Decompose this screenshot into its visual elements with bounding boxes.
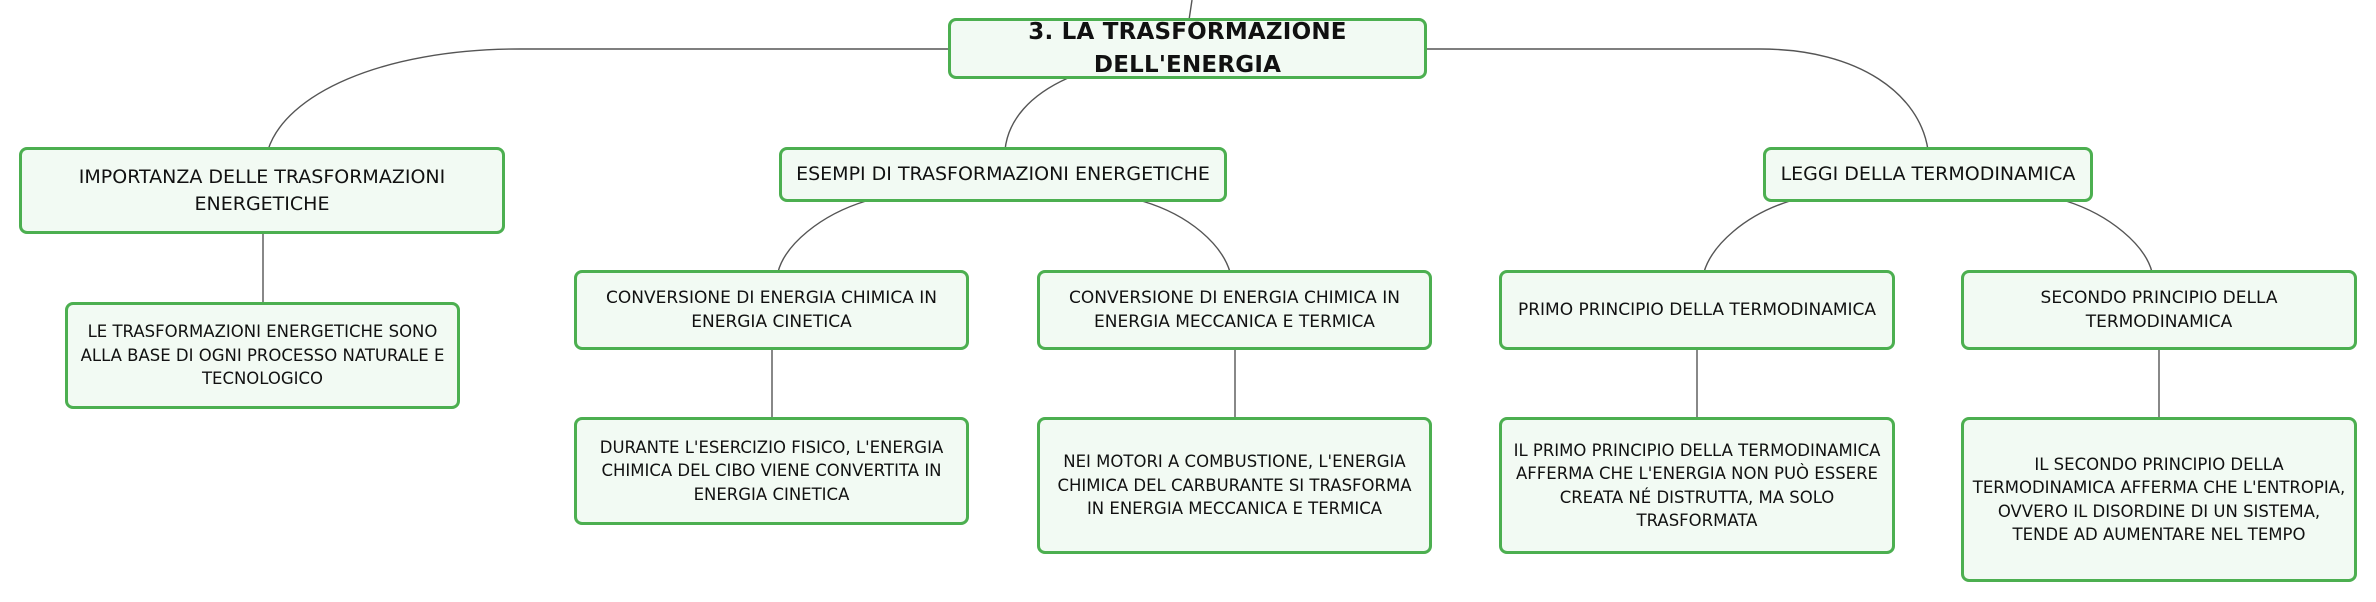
subtopic-secondo[interactable]: SECONDO PRINCIPIO DELLA TERMODINAMICA (1961, 270, 2357, 350)
detail-secondo-text: IL SECONDO PRINCIPIO DELLA TERMODINAMICA… (1972, 454, 2346, 544)
subtopic-cinetica[interactable]: CONVERSIONE DI ENERGIA CHIMICA IN ENERGI… (574, 270, 969, 350)
topic-esempi-label: ESEMPI DI TRASFORMAZIONI ENERGETICHE (796, 163, 1210, 186)
connector-leggi-child2 (2065, 200, 2153, 273)
detail-secondo[interactable]: IL SECONDO PRINCIPIO DELLA TERMODINAMICA… (1961, 417, 2357, 582)
detail-importanza[interactable]: LE TRASFORMAZIONI ENERGETICHE SONO ALLA … (65, 302, 460, 409)
topic-leggi-label: LEGGI DELLA TERMODINAMICA (1780, 163, 2076, 186)
connector-root-importanza (267, 48, 948, 151)
topic-leggi[interactable]: LEGGI DELLA TERMODINAMICA (1763, 147, 2093, 202)
topic-importanza-label: IMPORTANZA DELLE TRASFORMAZIONI ENERGETI… (78, 165, 446, 215)
detail-cinetica-text: DURANTE L'ESERCIZIO FISICO, L'ENERGIA CH… (599, 437, 944, 504)
subtopic-meccanica-label: CONVERSIONE DI ENERGIA CHIMICA IN ENERGI… (1069, 287, 1400, 332)
connector-esempi-child2 (1141, 200, 1231, 273)
detail-primo-text: IL PRIMO PRINCIPIO DELLA TERMODINAMICA A… (1513, 440, 1881, 530)
topic-importanza[interactable]: IMPORTANZA DELLE TRASFORMAZIONI ENERGETI… (19, 147, 505, 234)
subtopic-secondo-label: SECONDO PRINCIPIO DELLA TERMODINAMICA (2040, 287, 2278, 332)
connector-root-parent (1188, 0, 1193, 21)
root-topic-label: 3. LA TRASFORMAZIONE DELL'ENERGIA (1028, 18, 1347, 78)
subtopic-primo[interactable]: PRIMO PRINCIPIO DELLA TERMODINAMICA (1499, 270, 1895, 350)
connector-esempi-child1 (777, 200, 867, 273)
connector-root-esempi (1004, 77, 1069, 151)
detail-primo[interactable]: IL PRIMO PRINCIPIO DELLA TERMODINAMICA A… (1499, 417, 1895, 554)
detail-meccanica[interactable]: NEI MOTORI A COMBUSTIONE, L'ENERGIA CHIM… (1037, 417, 1432, 554)
topic-esempi[interactable]: ESEMPI DI TRASFORMAZIONI ENERGETICHE (779, 147, 1227, 202)
detail-importanza-text: LE TRASFORMAZIONI ENERGETICHE SONO ALLA … (80, 322, 445, 389)
connector-root-leggi (1427, 48, 1929, 151)
root-topic[interactable]: 3. LA TRASFORMAZIONE DELL'ENERGIA (948, 18, 1427, 79)
subtopic-primo-label: PRIMO PRINCIPIO DELLA TERMODINAMICA (1517, 299, 1877, 320)
subtopic-cinetica-label: CONVERSIONE DI ENERGIA CHIMICA IN ENERGI… (606, 287, 937, 332)
connector-leggi-child1 (1703, 200, 1791, 273)
detail-cinetica[interactable]: DURANTE L'ESERCIZIO FISICO, L'ENERGIA CH… (574, 417, 969, 525)
subtopic-meccanica[interactable]: CONVERSIONE DI ENERGIA CHIMICA IN ENERGI… (1037, 270, 1432, 350)
detail-meccanica-text: NEI MOTORI A COMBUSTIONE, L'ENERGIA CHIM… (1057, 452, 1412, 519)
